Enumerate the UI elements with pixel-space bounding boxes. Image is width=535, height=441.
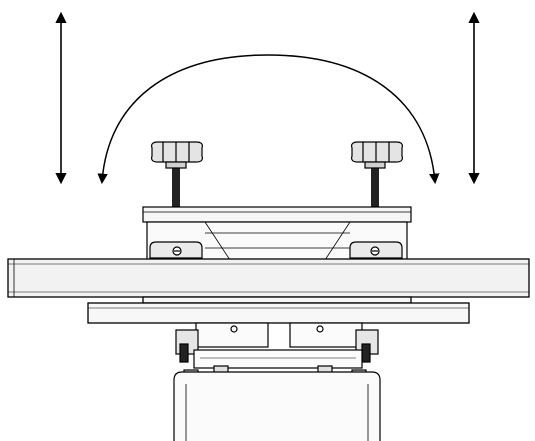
lower-plate [87,296,470,324]
right-star-knob [351,141,403,169]
right-clamp-block [349,241,403,259]
left-clamp-block [149,241,203,259]
long-rail-bar [7,258,530,298]
left-star-knob [151,141,203,169]
top-plate [142,206,412,261]
bottom-mount [173,322,381,441]
semicircle-double-arrow [97,54,440,185]
